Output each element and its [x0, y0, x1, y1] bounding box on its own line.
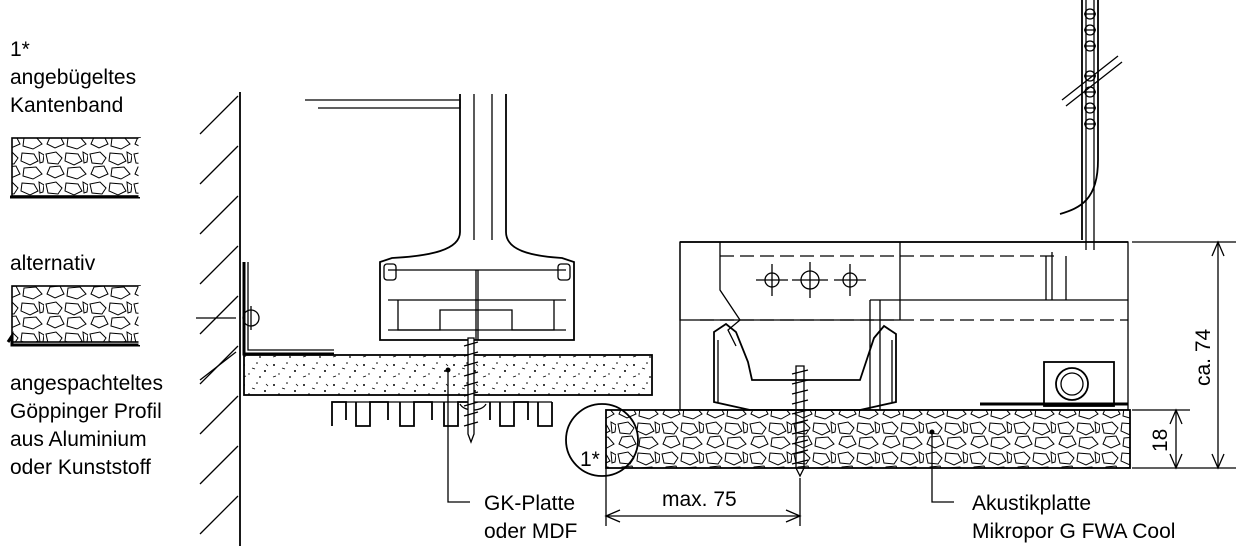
thickness-dimension-label: 18	[1149, 429, 1172, 452]
alternativ-label: alternativ	[10, 252, 96, 275]
carrier-system-right	[679, 0, 1129, 411]
acoustic-line1-label: Akustikplatte	[972, 492, 1091, 515]
note-line1-label: angebügeltes	[10, 66, 136, 89]
goeppinger-clips	[331, 401, 553, 427]
note-line2-label: Kantenband	[10, 94, 123, 117]
profile-line4-label: oder Kunststoff	[10, 456, 151, 479]
alternative-sample	[6, 285, 142, 347]
screw-left	[463, 337, 479, 444]
goeppinger-profile	[242, 262, 334, 356]
edge-band-sample	[10, 137, 142, 199]
detail-callout-label: 1*	[580, 448, 600, 471]
tube-profile	[1043, 361, 1115, 407]
height-dimension-label: ca. 74	[1192, 328, 1215, 386]
detail-circle	[565, 403, 639, 477]
note-number-label: 1*	[10, 38, 30, 61]
carrier-holes	[756, 262, 866, 298]
profile-line2-label: Göppinger Profil	[10, 400, 162, 423]
hanger-holes	[1084, 8, 1096, 130]
profile-leader	[196, 317, 237, 381]
dimension-right	[1132, 240, 1236, 470]
profile-line3-label: aus Aluminium	[10, 428, 147, 451]
profile-line1-label: angespachteltes	[10, 372, 163, 395]
u-channel	[713, 322, 897, 411]
gk-leader	[445, 367, 470, 503]
gk-line2-label: oder MDF	[484, 520, 577, 543]
wall	[199, 92, 241, 546]
acoustic-leader	[929, 429, 954, 503]
dimension-max	[604, 468, 802, 526]
gk-line1-label: GK-Platte	[484, 492, 575, 515]
acoustic-line2-label: Mikropor G FWA Cool	[972, 520, 1175, 543]
acoustic-panel	[605, 409, 1131, 469]
max-dimension-label: max. 75	[662, 488, 737, 511]
ceiling-profile-left	[305, 94, 575, 341]
